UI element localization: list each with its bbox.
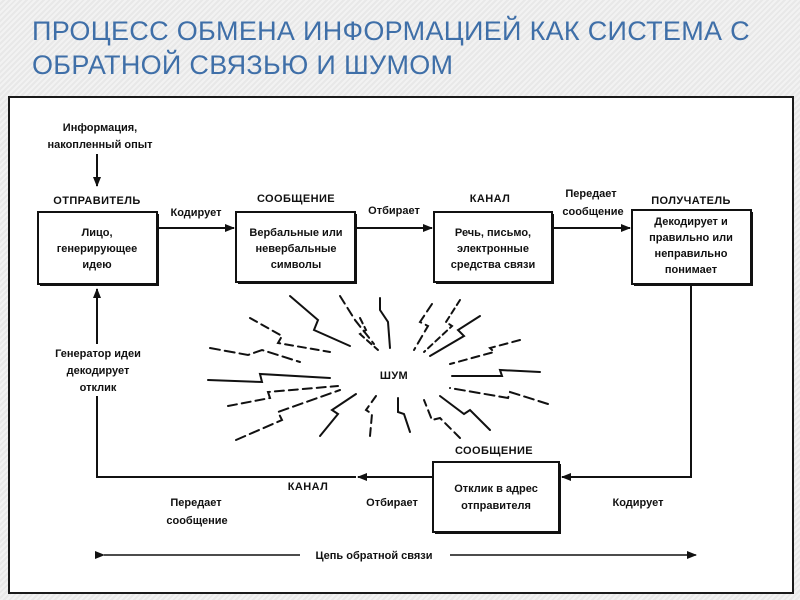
sender-text-line-2: генерирующее bbox=[57, 243, 138, 255]
receiver-text-line-1: Декодирует и bbox=[654, 216, 728, 228]
sender-box: Лицо, генерирующее идею bbox=[37, 211, 159, 286]
noise-label: ШУМ bbox=[380, 370, 408, 382]
generator-label-line-3: отклик bbox=[80, 382, 117, 394]
generator-label-line-2: декодирует bbox=[67, 365, 130, 377]
sender-heading: ОТПРАВИТЕЛЬ bbox=[53, 195, 140, 207]
input-label-line-2: накопленный опыт bbox=[47, 139, 153, 151]
feedback-selects-label: Отбирает bbox=[366, 497, 418, 509]
feedback-message-line-1: Отклик в адрес bbox=[454, 483, 538, 495]
encodes-label: Кодирует bbox=[171, 207, 223, 219]
feedback-return-arrow bbox=[561, 286, 692, 481]
generator-label-bg bbox=[42, 344, 154, 396]
feedback-loop-label: Цепь обратной связи bbox=[315, 550, 432, 562]
feedback-message-line-2: отправителя bbox=[461, 500, 531, 512]
generator-label-line-1: Генератор идеи bbox=[55, 348, 141, 360]
input-label-line-1: Информация, bbox=[63, 122, 137, 134]
selects-label: Отбирает bbox=[368, 205, 420, 217]
noise-burst bbox=[207, 295, 549, 441]
transmits-label-line-2: сообщение bbox=[562, 206, 623, 218]
slide-title-line-2: ОБРАТНОЙ СВЯЗЬЮ И ШУМОМ bbox=[32, 50, 454, 80]
channel-box: Речь, письмо, электронные средства связи bbox=[433, 211, 554, 284]
receiver-box: Декодирует и правильно или неправильно п… bbox=[631, 209, 753, 286]
channel-text-line-2: электронные bbox=[457, 243, 529, 255]
message-box: Вербальные или невербальные символы bbox=[235, 211, 357, 284]
feedback-transmits-line-2: сообщение bbox=[166, 515, 227, 527]
feedback-message-heading: СООБЩЕНИЕ bbox=[455, 445, 533, 457]
slide-title-line-1: ПРОЦЕСС ОБМЕНА ИНФОРМАЦИЕЙ КАК СИСТЕМА С bbox=[32, 16, 750, 46]
noise-label-bg bbox=[372, 364, 416, 384]
channel-text-line-1: Речь, письмо, bbox=[455, 227, 531, 239]
feedback-transmits-line-1: Передает bbox=[170, 497, 222, 509]
message-heading: СООБЩЕНИЕ bbox=[257, 193, 335, 205]
receiver-text-line-3: неправильно bbox=[655, 248, 728, 260]
feedback-encodes-label: Кодирует bbox=[613, 497, 665, 509]
message-text-line-3: символы bbox=[271, 259, 321, 271]
sender-text-line-3: идею bbox=[82, 259, 111, 271]
receiver-heading: ПОЛУЧАТЕЛЬ bbox=[651, 195, 731, 207]
transmits-label-line-1: Передает bbox=[565, 188, 617, 200]
feedback-loop-label-bg bbox=[300, 546, 450, 564]
channel-heading: КАНАЛ bbox=[470, 193, 510, 205]
sender-text-line-1: Лицо, bbox=[81, 227, 112, 239]
channel-text-line-3: средства связи bbox=[451, 259, 535, 271]
feedback-message-box: Отклик в адрес отправителя bbox=[432, 461, 561, 534]
message-text-line-2: невербальные bbox=[255, 243, 336, 255]
message-text-line-1: Вербальные или bbox=[249, 227, 342, 239]
feedback-channel-label: КАНАЛ bbox=[288, 481, 328, 493]
receiver-text-line-2: правильно или bbox=[649, 232, 733, 244]
slide-title: ПРОЦЕСС ОБМЕНА ИНФОРМАЦИЕЙ КАК СИСТЕМА С… bbox=[32, 14, 772, 82]
receiver-text-line-4: понимает bbox=[665, 264, 718, 276]
